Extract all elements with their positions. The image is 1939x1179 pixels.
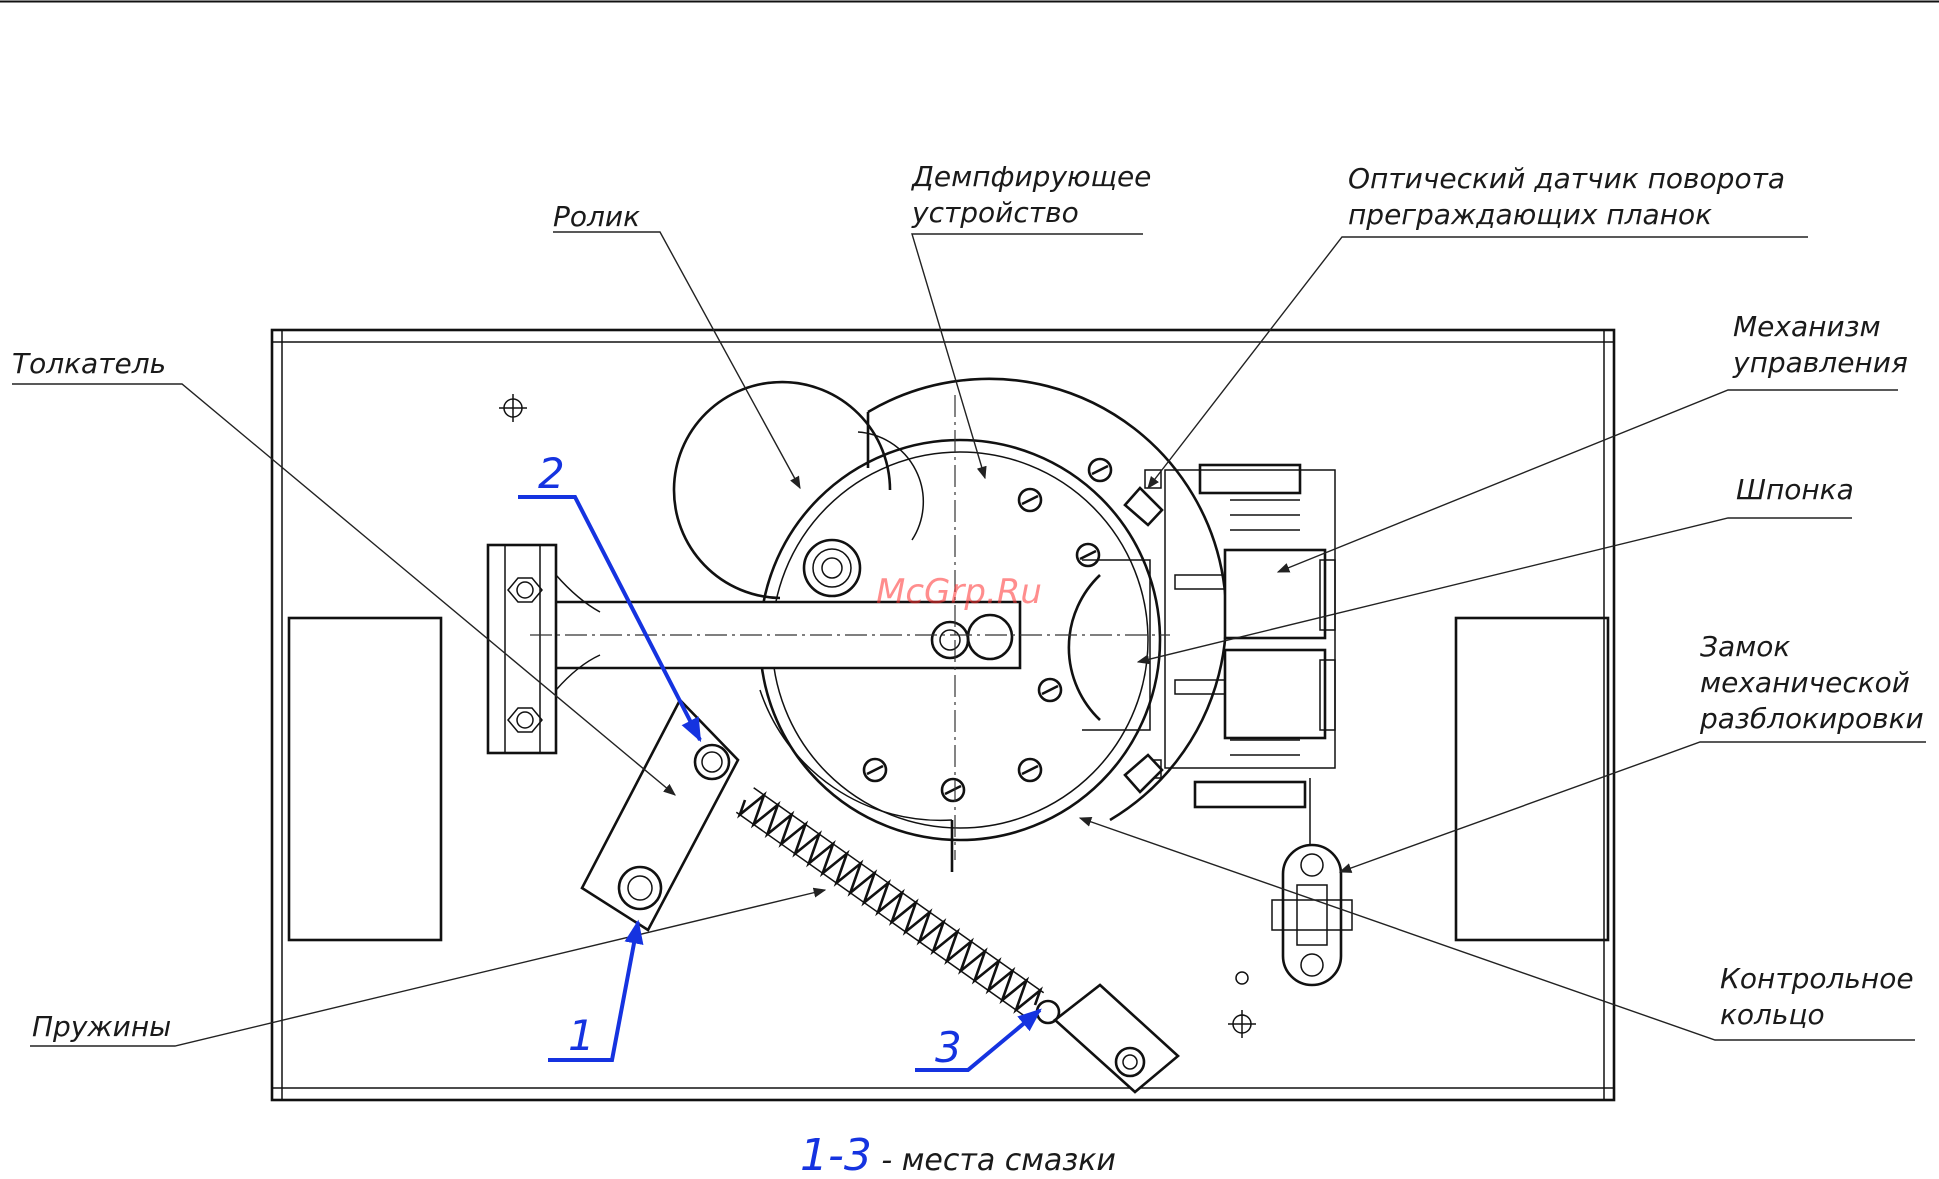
roller — [674, 382, 923, 598]
label-roller: Ролик — [553, 200, 640, 233]
label-control-mechanism-line1: Механизм — [1733, 310, 1881, 343]
screw-icon — [1019, 759, 1041, 781]
label-optical-sensor-line1: Оптический датчик поворота — [1348, 162, 1785, 195]
mount-hole-bottom-right — [1228, 1010, 1256, 1038]
label-damper-line2: устройство — [911, 196, 1079, 229]
point-2: 2 — [538, 449, 565, 498]
caption: 1-3 - места смазки — [800, 1130, 1116, 1179]
mount-hole-lower — [1236, 972, 1248, 984]
label-lock-line2: механической — [1700, 666, 1910, 699]
label-control-ring-line1: Контрольное — [1720, 962, 1914, 995]
label-lock-line3: разблокировки — [1699, 702, 1924, 735]
label-springs: Пружины — [32, 1010, 171, 1043]
label-control-mechanism-line2: управления — [1732, 346, 1908, 379]
caption-text: - места смазки — [872, 1143, 1116, 1178]
screw-icon — [864, 759, 886, 781]
caption-range: 1-3 — [800, 1130, 872, 1179]
base-plate — [272, 330, 1614, 1100]
label-control-ring-line2: кольцо — [1720, 998, 1825, 1031]
watermark: McGrp.Ru — [876, 572, 1042, 612]
label-lock-line1: Замок — [1700, 630, 1790, 663]
label-optical-sensor-line2: преграждающих планок — [1348, 198, 1712, 231]
screw-icon — [1039, 679, 1061, 701]
label-pusher: Толкатель — [12, 347, 166, 380]
point-1: 1 — [568, 1011, 595, 1060]
spring-bracket — [1037, 985, 1178, 1092]
screw-icon — [1019, 489, 1041, 511]
screw-icon — [1077, 544, 1099, 566]
screw-icon — [1089, 459, 1111, 481]
control-mechanism — [1145, 465, 1335, 807]
unlock-lock — [1272, 778, 1352, 985]
label-key: Шпонка — [1736, 473, 1854, 506]
spring — [736, 788, 1043, 1017]
mount-hole-top-left — [499, 394, 527, 422]
point-3: 3 — [935, 1023, 962, 1072]
label-damper-line1: Демпфирующее — [910, 160, 1151, 193]
pusher-lever — [582, 700, 738, 930]
screw-icon — [942, 779, 964, 801]
